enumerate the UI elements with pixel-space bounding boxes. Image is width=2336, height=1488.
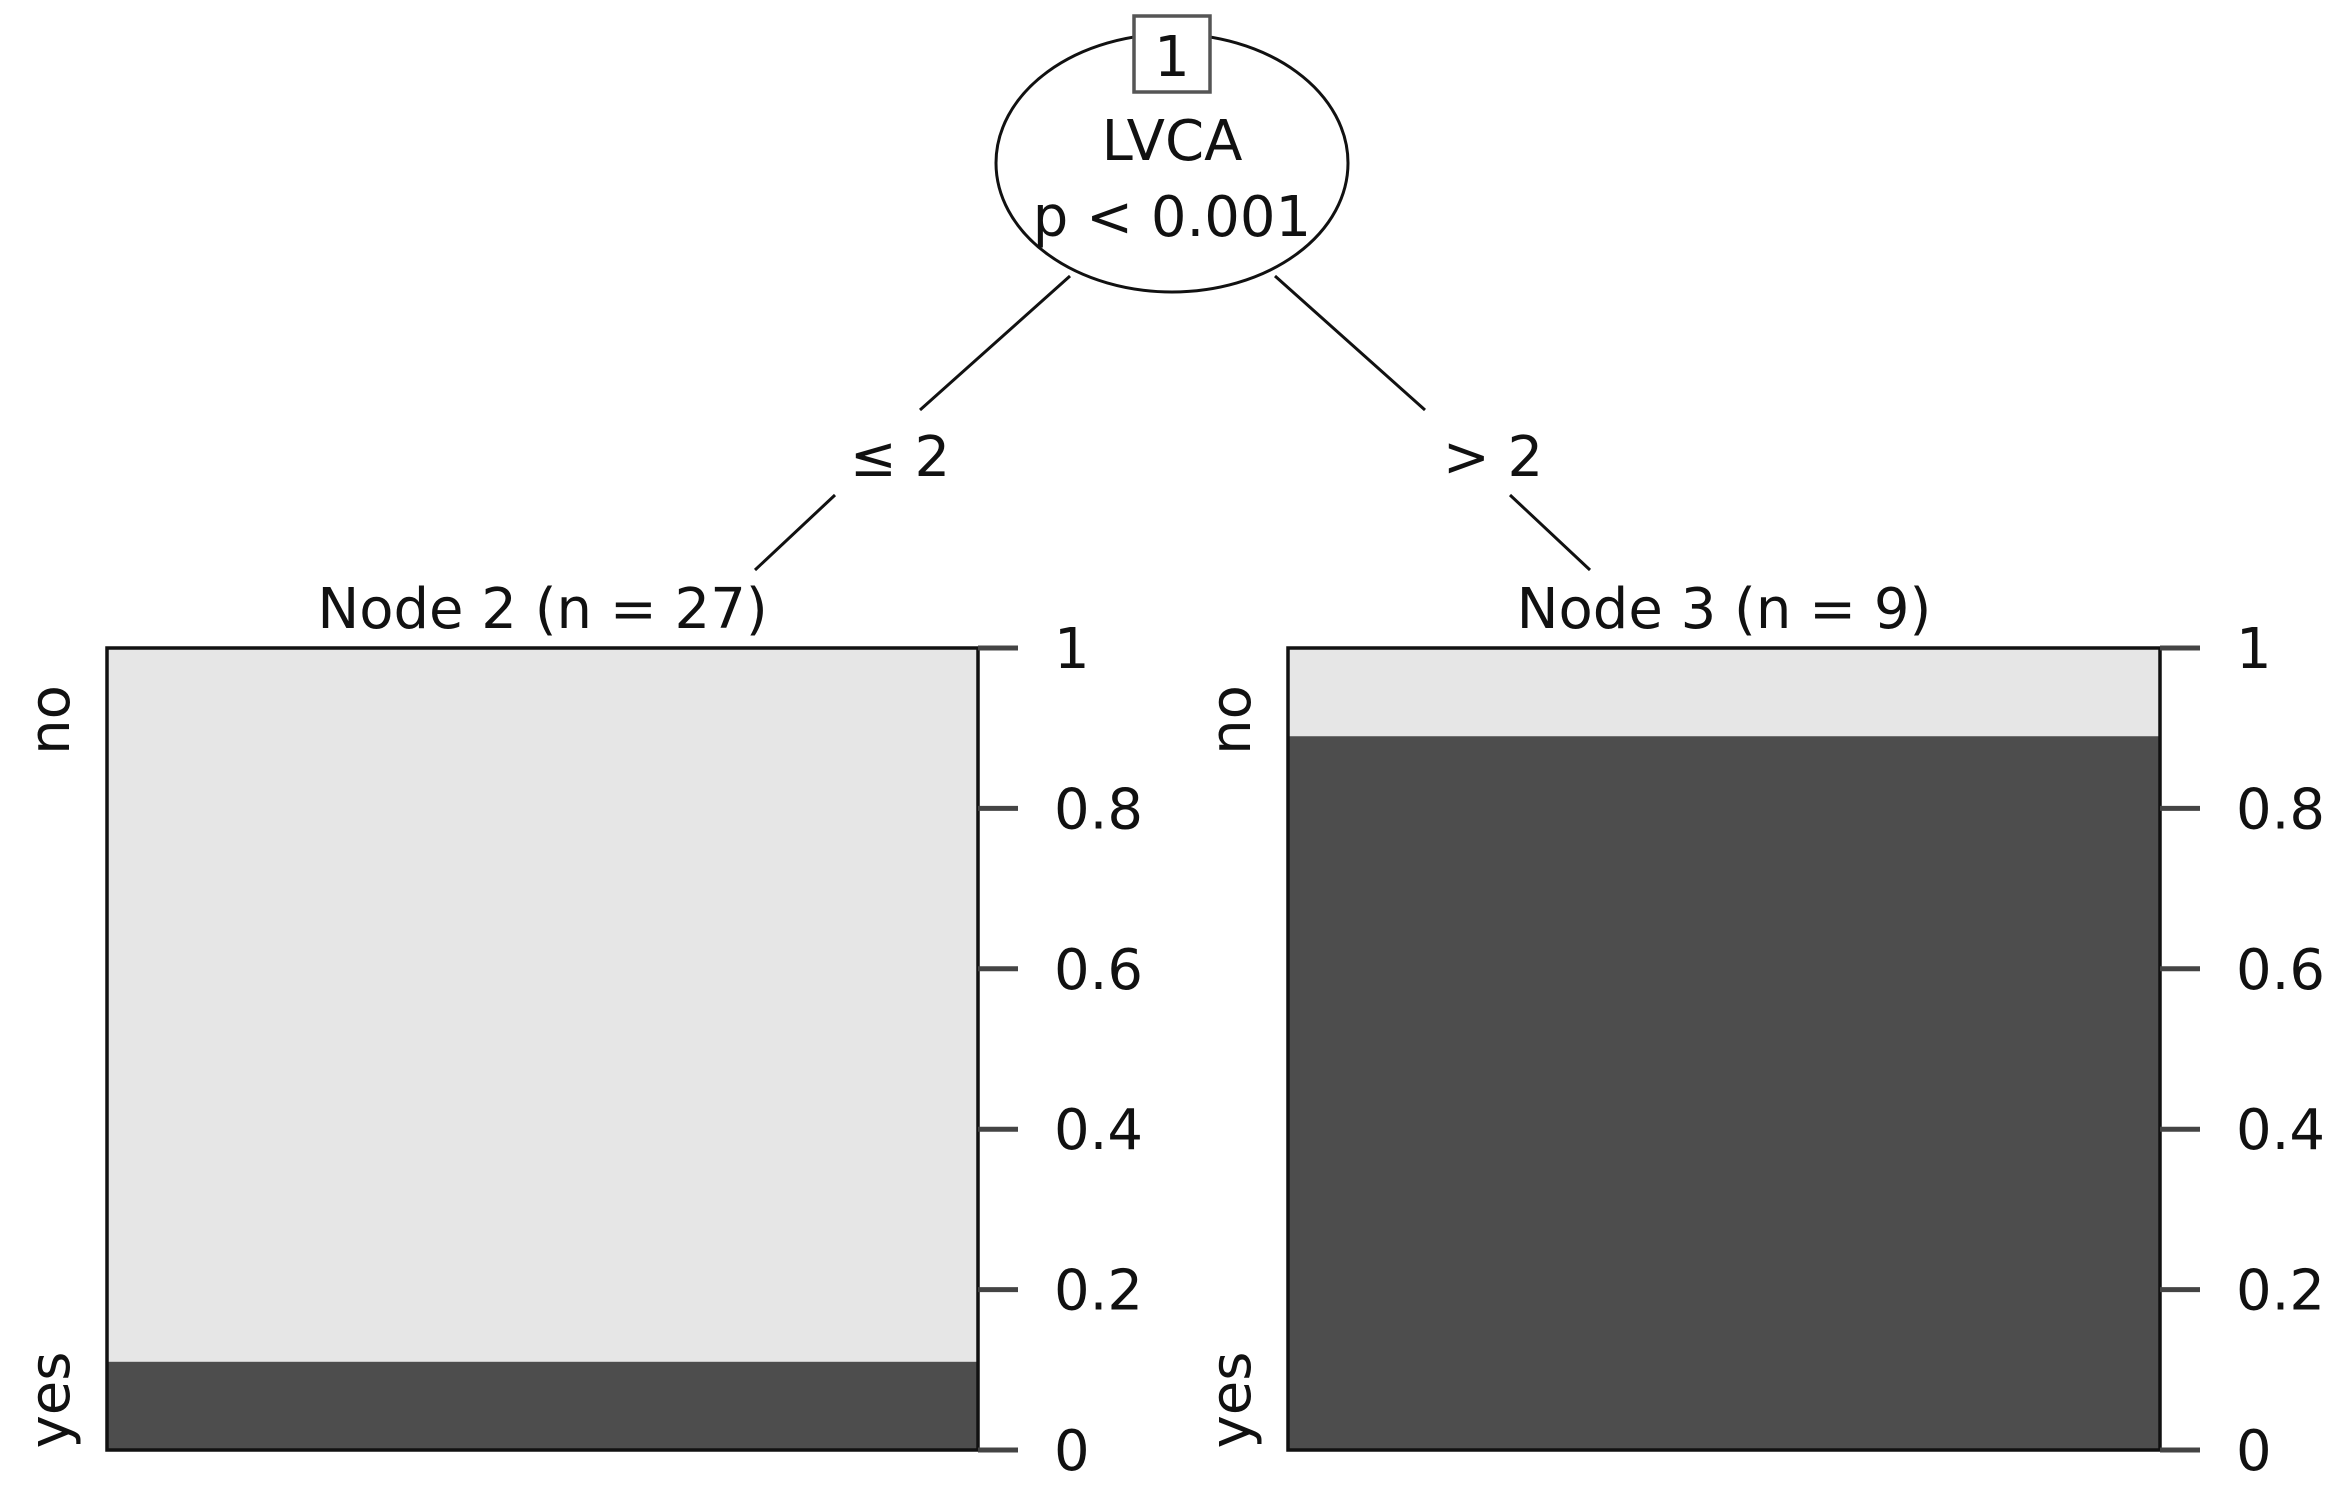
root-node-variable: LVCA — [1102, 109, 1243, 174]
split-label-left: ≤ 2 — [850, 425, 950, 490]
y-tick-label: 1 — [2236, 617, 2272, 682]
y-tick-label: 1 — [1054, 617, 1090, 682]
y-tick-label: 0.8 — [1054, 777, 1143, 842]
y-tick-label: 0 — [1054, 1419, 1090, 1484]
y-tick-label: 0.8 — [2236, 777, 2325, 842]
terminal-node-2: Node 2 (n = 27) 0 0.2 0.4 0.6 0.8 1 no yes — [18, 577, 1143, 1484]
category-label-no: no — [18, 685, 83, 755]
edge-right-lower — [1508, 493, 1592, 572]
bar-segment-no — [1288, 648, 2160, 737]
y-tick-label: 0.4 — [2236, 1098, 2325, 1163]
category-label-yes: yes — [18, 1352, 83, 1449]
y-tick-label: 0.2 — [2236, 1259, 2325, 1324]
terminal-node-title: Node 2 (n = 27) — [317, 577, 767, 642]
panel-frame — [1286, 646, 2162, 1452]
y-tick-label: 0.2 — [1054, 1259, 1143, 1324]
edge-right-upper — [1274, 274, 1426, 412]
category-label-yes: yes — [1199, 1352, 1264, 1449]
bar-segment-no — [107, 648, 978, 1362]
y-tick-label: 0 — [2236, 1419, 2272, 1484]
panel-frame — [105, 646, 980, 1452]
y-tick-label: 0.4 — [1054, 1098, 1143, 1163]
terminal-node-3: Node 3 (n = 9) 0 0.2 0.4 0.6 0.8 1 no yes — [1199, 577, 2325, 1484]
terminal-node-title: Node 3 (n = 9) — [1517, 577, 1932, 642]
y-tick-label: 0.6 — [2236, 938, 2325, 1003]
split-label-right: > 2 — [1443, 425, 1543, 490]
y-tick-label: 0.6 — [1054, 938, 1143, 1003]
bar-segment-yes — [1288, 736, 2160, 1450]
root-node-p-value: p < 0.001 — [1033, 185, 1311, 250]
root-node-id: 1 — [1154, 25, 1190, 90]
root-node-id-box — [1132, 14, 1212, 94]
category-label-no: no — [1199, 685, 1264, 755]
bar-segment-yes — [107, 1361, 978, 1450]
edge-left-lower — [753, 493, 837, 572]
edge-left-upper — [919, 274, 1071, 412]
